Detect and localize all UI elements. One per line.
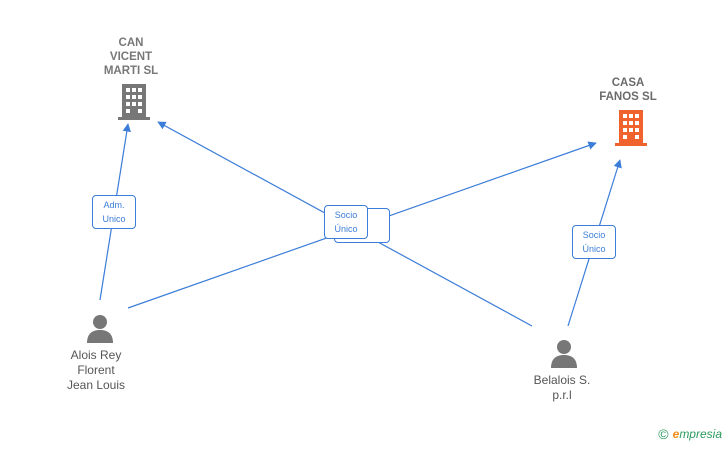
company-name-can-vicent[interactable]: CAN VICENT MARTI SL xyxy=(103,37,159,77)
person-icon[interactable] xyxy=(549,338,579,368)
empresia-brand[interactable]: © empresia xyxy=(658,426,722,442)
person-name-belalois[interactable]: Belalois S. p.r.l xyxy=(533,373,591,402)
relation-label-adm-unico[interactable]: Adm. Unico xyxy=(92,195,136,229)
copyright-icon: © xyxy=(658,426,669,442)
company-name-casa-fanos[interactable]: CASA FANOS SL xyxy=(599,77,657,103)
relation-label-socio-unico-right[interactable]: Socio Único xyxy=(572,225,616,259)
building-icon[interactable] xyxy=(117,84,151,120)
building-icon[interactable] xyxy=(614,110,648,146)
brand-logo: empresia xyxy=(672,427,722,441)
person-name-alois[interactable]: Alois Rey Florent Jean Louis xyxy=(66,348,126,392)
person-icon[interactable] xyxy=(85,313,115,343)
relation-label-socio-unico-center[interactable]: Socio Único xyxy=(324,205,368,239)
